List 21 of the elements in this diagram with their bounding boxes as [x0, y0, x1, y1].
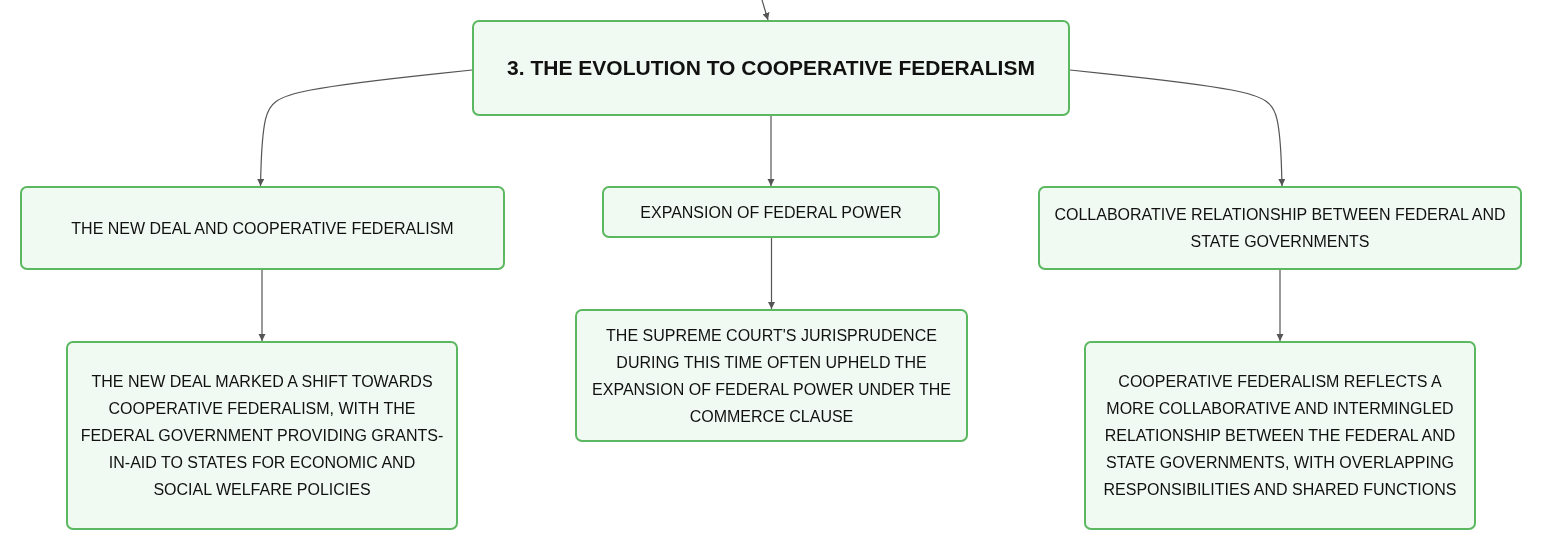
connector-arrow [767, 115, 775, 187]
connector-arrow [1276, 269, 1284, 342]
node-text: COLLABORATIVE RELATIONSHIP BETWEEN FEDERAL AND STATE GOVERNMENTS [1053, 205, 1507, 252]
connector-arrow [761, 0, 770, 21]
node-text: COOPERATIVE FEDERALISM REFLECTS A MORE COLLABORATIVE AND INTERMINGLED RELATIONSHIP BETWEEN THE FEDERAL AND STATE GOVERNMENTS, WITH OVERLAPPING RESPONSIBILITIES AND SHARED FUNCTIONS [1102, 372, 1458, 500]
subtopic-box [1084, 341, 1476, 530]
node-text: THE NEW DEAL AND COOPERATIVE FEDERALISM [71, 218, 454, 239]
subtopic-box [1038, 186, 1522, 270]
node-text: EXPANSION OF FEDERAL POWER [640, 202, 902, 223]
subtopic-box [602, 186, 940, 238]
subtopic-box [20, 186, 505, 270]
connector-arrow [767, 237, 776, 310]
connector-arrow [258, 269, 266, 342]
topic-box [472, 20, 1070, 116]
topic-title: 3. THE EVOLUTION TO COOPERATIVE FEDERALISM [507, 55, 1035, 81]
subtopic-box [575, 309, 968, 442]
node-text: THE NEW DEAL MARKED A SHIFT TOWARDS COOPERATIVE FEDERALISM, WITH THE FEDERAL GOVERNMENT PROVIDING GRANTS-IN-AID TO STATES FOR ECONOMIC AND SOCIAL WELFARE POLICIES [79, 372, 445, 500]
subtopic-box [66, 341, 458, 530]
connector-arrow [257, 69, 473, 187]
connector-arrow [1069, 69, 1286, 187]
node-text: THE SUPREME COURT'S JURISPRUDENCE DURING THIS TIME OFTEN UPHELD THE EXPANSION OF FEDERAL POWER UNDER THE COMMERCE CLAUSE [591, 325, 952, 427]
